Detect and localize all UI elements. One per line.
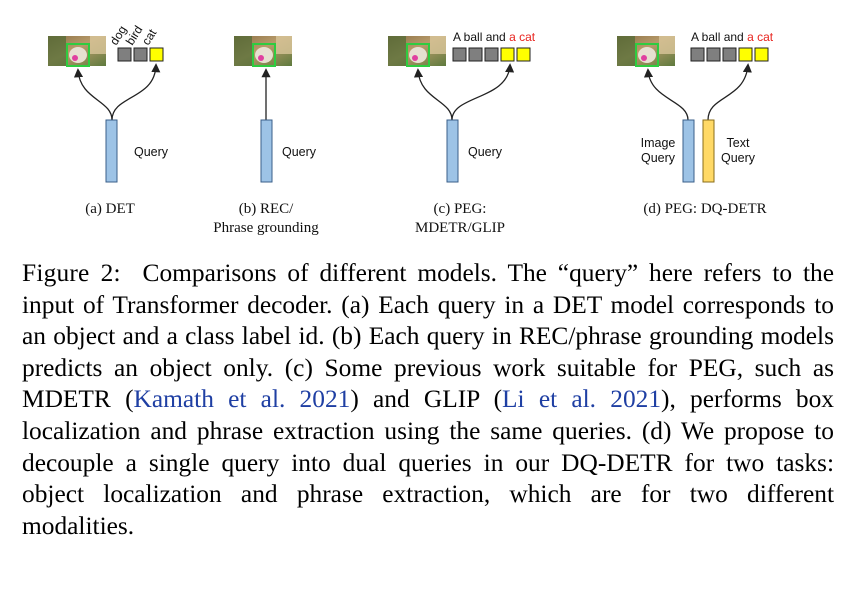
panel-d-text-tokens: A ball and a cat [691,30,773,44]
panel-d-text-query-line2: Query [720,151,756,165]
figure-caption: Figure 2: Comparisons of different model… [22,258,834,542]
caption-label: Figure 2: [22,259,121,287]
panel-b-caption-line2: Phrase grounding [213,220,319,236]
panel-b-caption: (b) REC/ Phrase grounding [196,200,336,238]
panel-d-text-highlight: a cat [747,30,774,44]
panel-c-tokens [452,47,531,62]
panel-c-caption-line1: (c) PEG: [433,201,487,217]
panel-b-image [234,36,292,67]
panel-d-tokens [690,47,769,62]
panel-c-text-tokens: A ball and a cat [453,30,535,44]
panel-c-caption: (c) PEG: MDETR/GLIP [390,200,530,238]
panel-a-image [48,36,106,67]
panel-c-image [388,36,446,67]
panel-a [48,36,164,183]
panel-a-caption: (a) DET [85,201,135,217]
figure-diagram: dog bird cat Query (a) DET Query (b) REC… [0,0,860,250]
citation-kamath-link[interactable]: Kamath et al. 2021 [133,385,351,414]
panel-c-text-highlight: a cat [509,30,536,44]
panel-c-text-prefix: A ball and [453,30,506,44]
panel-d-text-query-label: Text Query [716,136,760,166]
panel-d-text-prefix: A ball and [691,30,744,44]
panel-b-caption-line1: (b) REC/ [238,201,294,217]
panel-a-tokens [117,47,164,62]
figure-svg [48,36,769,183]
caption-text-3: ), performs box localization and phrase … [22,385,835,540]
panel-d-image-query-label: Image Query [636,136,680,166]
panel-d-image [617,36,675,67]
panel-d-caption: (d) PEG: DQ-DETR [643,201,767,217]
panel-d-text-query-line1: Text [726,136,750,150]
caption-text-1: Comparisons of different models. The “qu… [22,259,834,414]
panel-c-query-label: Query [468,145,503,159]
panel-d [617,36,769,183]
panel-b-query-label: Query [282,145,317,159]
caption-text-2: ) and GLIP ( [350,385,503,414]
panel-d-image-query-line2: Query [640,151,676,165]
panel-c [388,36,531,183]
citation-li-link[interactable]: Li et al. 2021 [502,385,662,414]
panel-a-query-label: Query [134,145,169,159]
panel-b [234,36,292,183]
panel-d-image-query-line1: Image [640,136,676,150]
panel-c-caption-line2: MDETR/GLIP [415,220,505,236]
